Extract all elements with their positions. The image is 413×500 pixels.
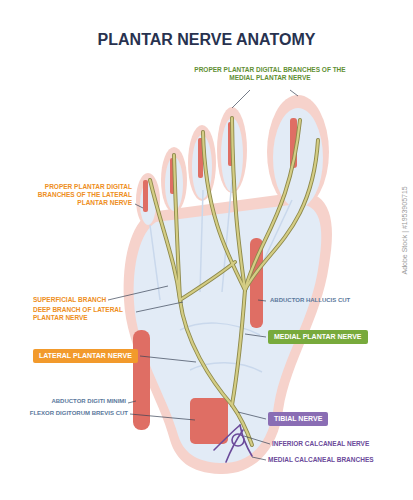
anatomy-label: ABDUCTOR HALLUCIS CUT — [270, 297, 370, 305]
anatomy-label: PROPER PLANTAR DIGITAL BRANCHES OF THE L… — [28, 183, 132, 207]
anatomy-label: MEDIAL CALCANEAL BRANCHES — [268, 456, 388, 464]
anatomy-label: INFERIOR CALCANEAL NERVE — [272, 440, 382, 448]
nerve-name: MEDIAL PLANTAR NERVE — [274, 333, 362, 341]
nerve-tag: TIBIAL NERVE — [268, 412, 328, 426]
anatomy-label: SUPERFICIAL BRANCH — [33, 296, 107, 304]
nerve-tag: MEDIAL PLANTAR NERVE — [268, 330, 368, 344]
nerve-name: LATERAL PLANTAR NERVE — [39, 352, 132, 360]
nerve-name: TIBIAL NERVE — [274, 415, 322, 423]
nerve-tag: LATERAL PLANTAR NERVE — [33, 349, 138, 363]
diagram-title: PLANTAR NERVE ANATOMY — [0, 30, 413, 50]
anatomy-label: PROPER PLANTAR DIGITAL BRANCHES OF THE M… — [190, 66, 350, 82]
watermark: Adobe Stock | #1953905715 — [401, 170, 410, 290]
anatomy-label: DEEP BRANCH OF LATERAL PLANTAR NERVE — [33, 306, 133, 322]
anatomy-label: ABDUCTOR DIGITI MINIMI — [30, 398, 126, 406]
anatomy-label: FLEXOR DIGITORUM BREVIS CUT — [18, 410, 128, 418]
